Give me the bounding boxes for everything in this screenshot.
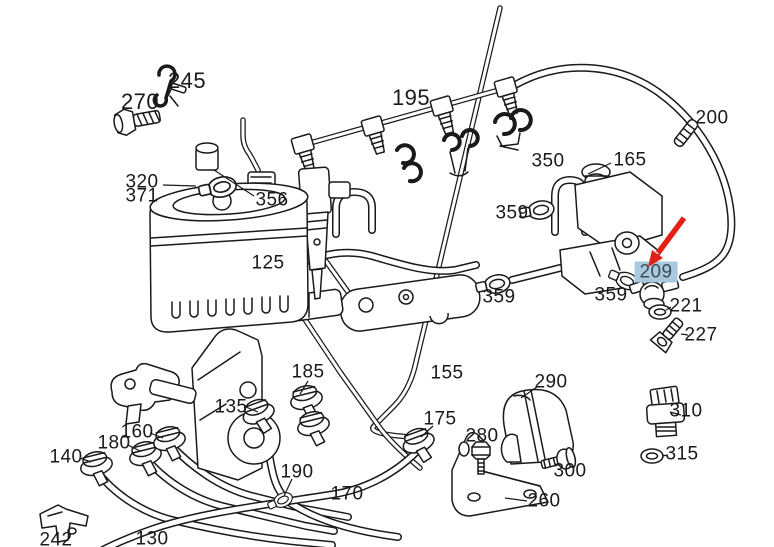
part-label-221[interactable]: 221: [669, 295, 703, 317]
part-label-310[interactable]: 310: [669, 400, 703, 422]
clip-245: [152, 64, 187, 108]
part-label-195[interactable]: 195: [392, 85, 430, 110]
part-label-371[interactable]: 371: [125, 185, 159, 207]
part-label-359a[interactable]: 359: [495, 202, 529, 224]
part-label-180[interactable]: 180: [97, 432, 131, 454]
clip-377: [442, 128, 480, 177]
stud-200: [673, 118, 699, 148]
part-label-290[interactable]: 290: [534, 371, 568, 393]
part-label-359c[interactable]: 359: [482, 286, 516, 308]
bolt-270: [113, 108, 161, 136]
part-label-140[interactable]: 140: [49, 446, 83, 468]
part-label-227[interactable]: 227: [684, 324, 718, 346]
part-label-350[interactable]: 350: [531, 150, 565, 172]
part-label-130[interactable]: 130: [135, 528, 169, 547]
engine-block: [191, 328, 281, 481]
part-label-260[interactable]: 260: [527, 490, 561, 512]
washer-315: [640, 448, 664, 464]
sensor-310: [645, 385, 686, 438]
part-label-135[interactable]: 135: [214, 396, 248, 418]
part-label-356[interactable]: 356: [255, 189, 289, 211]
part-label-155[interactable]: 155: [430, 362, 464, 384]
part-label-315[interactable]: 315: [665, 443, 699, 465]
clip-380: [395, 143, 423, 184]
part-label-245[interactable]: 245: [168, 68, 206, 93]
center-hoses: [296, 187, 564, 284]
pump-135: [110, 362, 197, 425]
part-label-242[interactable]: 242: [39, 529, 73, 547]
bolt-280: [471, 441, 491, 475]
part-label-160[interactable]: 160: [120, 421, 154, 443]
part-label-300[interactable]: 300: [553, 460, 587, 482]
fuel-rail-195: [290, 75, 524, 175]
part-label-320[interactable]: 320: [125, 171, 159, 193]
part-label-165[interactable]: 165: [613, 149, 647, 171]
clamp-401: [493, 108, 533, 151]
fuel-filter: [149, 142, 309, 333]
part-label-280[interactable]: 280: [465, 425, 499, 447]
part-label-359b[interactable]: 359: [594, 284, 628, 306]
return-hose: [511, 63, 736, 281]
part-label-170[interactable]: 170: [330, 483, 364, 505]
clip-242: [39, 504, 89, 543]
part-label-200[interactable]: 200: [695, 107, 729, 129]
leader-lines: [79, 87, 689, 502]
washer-221: [648, 304, 672, 320]
part-label-209-selected[interactable]: 209: [634, 261, 678, 283]
part-label-185[interactable]: 185: [291, 361, 325, 383]
part-label-190[interactable]: 190: [280, 461, 314, 483]
part-label-125[interactable]: 125: [251, 252, 285, 274]
part-label-175[interactable]: 175: [423, 408, 457, 430]
bolt-300: [540, 447, 577, 470]
part-label-270[interactable]: 270: [121, 89, 159, 114]
bolt-227: [649, 317, 684, 354]
